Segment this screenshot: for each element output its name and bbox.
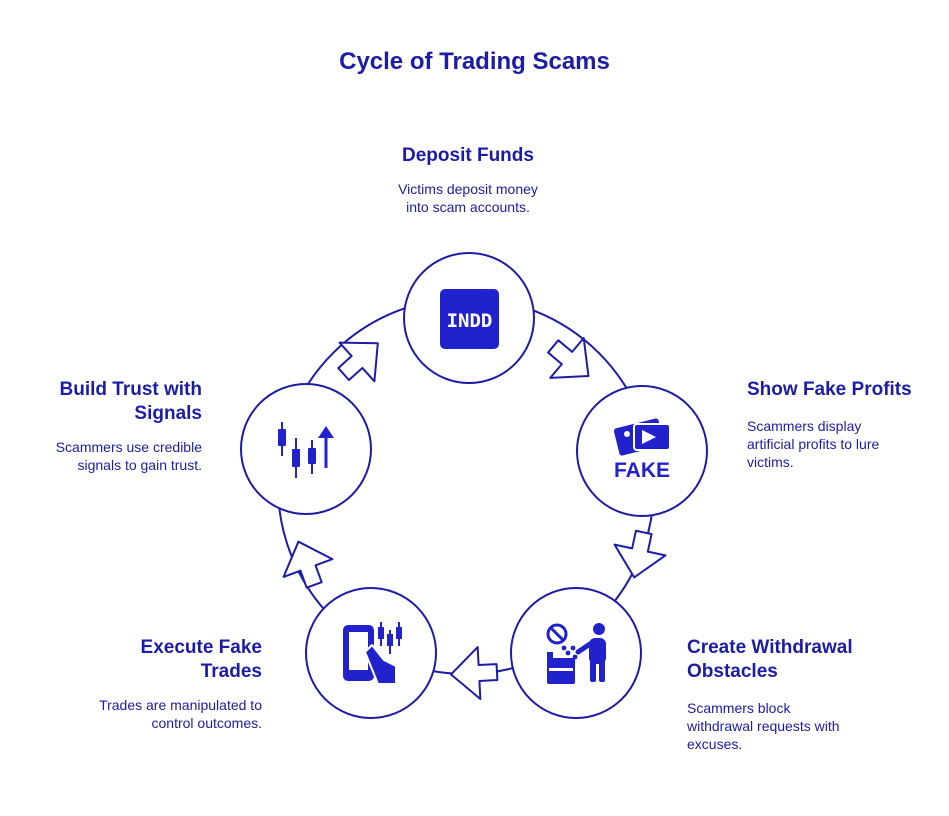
diagram-title: Cycle of Trading Scams [339, 48, 610, 75]
candlestick-chart-icon [278, 422, 334, 478]
cycle-arrow-1 [547, 337, 590, 379]
svg-text:FAKE: FAKE [614, 459, 670, 482]
cycle-arrow-2 [613, 529, 667, 579]
prohibited-person-icon [546, 623, 606, 684]
indd-file-icon: INDD [440, 289, 499, 349]
step-title-build-trust: Build Trust with Signals [59, 379, 203, 424]
node-build-trust [240, 383, 372, 515]
svg-text:INDD: INDD [447, 310, 493, 332]
step-desc-deposit-funds: Victims deposit money into scam accounts… [398, 181, 538, 215]
cycle-arrow-3 [450, 646, 499, 700]
step-desc-show-fake-profits: Scammers display artificial profits to l… [747, 418, 880, 470]
mobile-trading-icon [343, 622, 402, 685]
step-title-create-withdrawal-obstacles: Create Withdrawal Obstacles [687, 637, 853, 682]
step-desc-create-withdrawal-obstacles: Scammers block withdrawal requests with … [687, 700, 840, 752]
cycle-arrow-4 [282, 540, 334, 589]
step-desc-build-trust: Scammers use credible signals to gain tr… [55, 439, 202, 473]
cycle-arrow-5 [337, 341, 379, 383]
fake-ticket-icon: FAKE [613, 418, 671, 482]
step-title-show-fake-profits: Show Fake Profits [747, 379, 912, 400]
step-desc-execute-fake-trades: Trades are manipulated to control outcom… [99, 697, 262, 731]
step-title-execute-fake-trades: Execute Fake Trades [140, 637, 262, 682]
step-title-deposit-funds: Deposit Funds [402, 145, 534, 166]
